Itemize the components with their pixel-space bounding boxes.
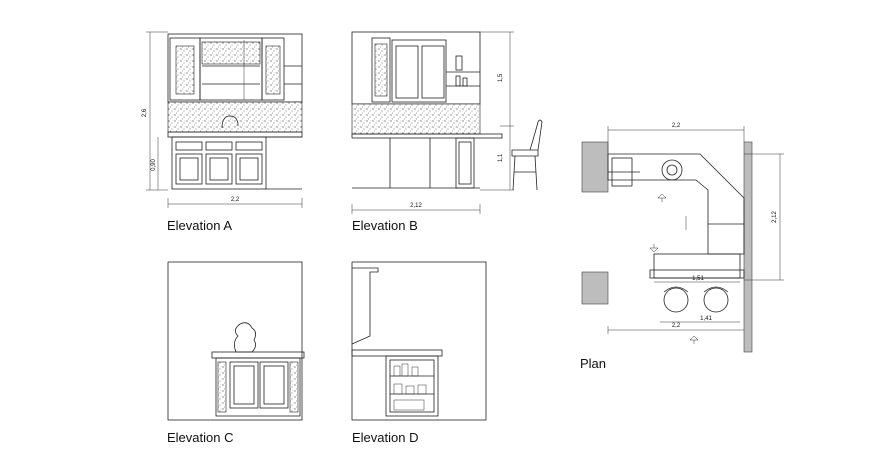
dim-b-lower: 1,1 xyxy=(498,153,504,162)
elevation-a: 2,6 0,90 2,2 xyxy=(142,31,303,208)
dim-b-width: 2,12 xyxy=(410,203,422,209)
dim-plan-top: 2,2 xyxy=(672,123,681,129)
plan: 2,2 2,12 1,51 1,41 2,2 xyxy=(581,123,784,353)
elevation-b: 1,5 1,1 2,12 xyxy=(351,31,543,214)
dim-plan-bar: 1,51 xyxy=(692,276,704,282)
caption-elevation-b: Elevation B xyxy=(352,218,418,233)
elevation-c xyxy=(167,261,305,421)
elevation-d xyxy=(351,261,487,421)
dim-plan-bottom-inner: 1,41 xyxy=(700,316,712,322)
caption-elevation-a: Elevation A xyxy=(167,218,232,233)
dim-plan-right: 2,12 xyxy=(772,211,778,223)
dim-a-width: 2,2 xyxy=(231,197,240,203)
caption-plan: Plan xyxy=(580,356,606,371)
dim-b-upper: 1,5 xyxy=(498,73,504,82)
dim-a-height: 2,6 xyxy=(142,108,148,117)
dim-a-counter: 0,90 xyxy=(151,159,157,171)
caption-elevation-c: Elevation C xyxy=(167,430,233,445)
caption-elevation-d: Elevation D xyxy=(352,430,418,445)
dim-plan-bottom: 2,2 xyxy=(672,323,681,329)
